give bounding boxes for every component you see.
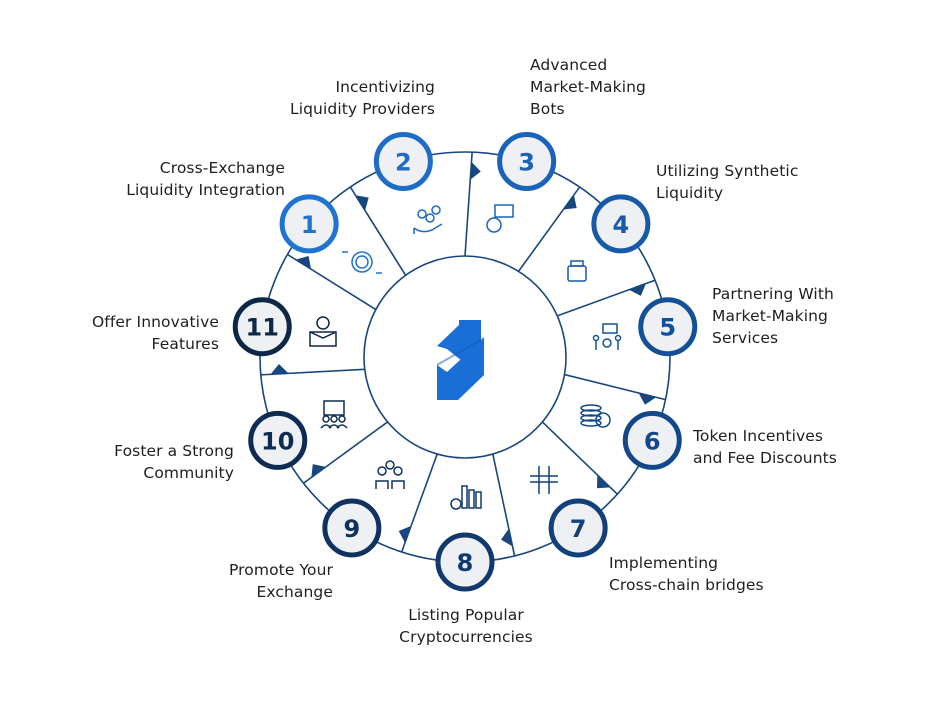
triangle-marker-icon (638, 392, 657, 405)
box-idea-gear-icon (309, 316, 337, 347)
segment-divider (564, 373, 666, 405)
dollar-exchange-icon (342, 251, 382, 274)
step-badge-4: 4 (591, 194, 651, 254)
segment-divider (492, 453, 516, 557)
triangle-marker-icon (355, 195, 369, 211)
step-label-11: Offer Innovative Features (91, 313, 219, 353)
segment-divider (260, 363, 365, 376)
step-label-6: Token Incentives and Fee Discounts (693, 427, 837, 467)
step-label-5: Partnering With Market-Making Services (712, 285, 834, 347)
step-number: 10 (261, 427, 294, 455)
triangle-marker-icon (470, 161, 481, 180)
step-number: 7 (570, 515, 587, 543)
segment-divider (517, 186, 581, 272)
step-number: 2 (395, 148, 412, 176)
step-label-8: Listing Popular Cryptocurrencies (399, 606, 533, 646)
step-label-3: Advanced Market-Making Bots (530, 56, 646, 118)
segment-divider (464, 152, 481, 257)
step-badge-11: 11 (232, 297, 292, 357)
triangle-marker-icon (500, 528, 513, 547)
step-badge-3: 3 (497, 131, 557, 191)
step-label-7: Implementing Cross-chain bridges (609, 554, 764, 594)
step-badge-10: 10 (248, 410, 308, 470)
triangle-marker-icon (563, 194, 577, 210)
ink-bottle-icon (567, 260, 587, 282)
hand-coins-drops-icon (413, 205, 443, 234)
step-label-4: Utilizing Synthetic Liquidity (656, 162, 799, 202)
triangle-marker-icon (295, 256, 312, 270)
step-number: 9 (344, 515, 361, 543)
step-badge-5: 5 (638, 297, 698, 357)
triangle-marker-icon (596, 474, 611, 489)
step-badge-8: 8 (435, 532, 495, 592)
step-number: 6 (644, 427, 661, 455)
exchange-arrows-logo (436, 320, 485, 400)
community-fist-icon (320, 400, 348, 429)
step-badge-2: 2 (373, 131, 433, 191)
segment-divider (287, 253, 377, 311)
step-number: 5 (659, 314, 676, 342)
segment-divider (398, 453, 438, 553)
triangle-marker-icon (398, 525, 412, 543)
step-number: 11 (246, 314, 279, 342)
people-exchange-icon (375, 460, 405, 489)
step-badge-7: 7 (548, 498, 608, 558)
step-number: 1 (301, 211, 318, 239)
step-label-2: Incentivizing Liquidity Providers (289, 78, 435, 118)
step-label-10: Foster a Strong Community (114, 442, 234, 482)
segment-divider (302, 421, 389, 484)
robot-chart-icon (486, 204, 514, 233)
bridge-icon (530, 466, 558, 494)
triangle-marker-icon (270, 363, 289, 375)
step-badge-9: 9 (322, 498, 382, 558)
step-number: 4 (613, 211, 630, 239)
segment-divider (556, 279, 656, 317)
step-label-1: Cross-Exchange Liquidity Integration (126, 159, 285, 199)
triangle-marker-icon (311, 464, 326, 478)
step-number: 8 (457, 549, 474, 577)
step-badge-1: 1 (279, 194, 339, 254)
step-badge-6: 6 (622, 410, 682, 470)
segment-divider (349, 186, 407, 276)
segment-divider (541, 421, 618, 495)
partners-gear-icon (592, 323, 622, 350)
triangle-marker-icon (629, 283, 646, 296)
coins-percent-icon (580, 404, 611, 428)
step-label-9: Promote Your Exchange (228, 561, 333, 601)
crypto-bars-icon (450, 485, 482, 510)
step-number: 3 (518, 148, 535, 176)
